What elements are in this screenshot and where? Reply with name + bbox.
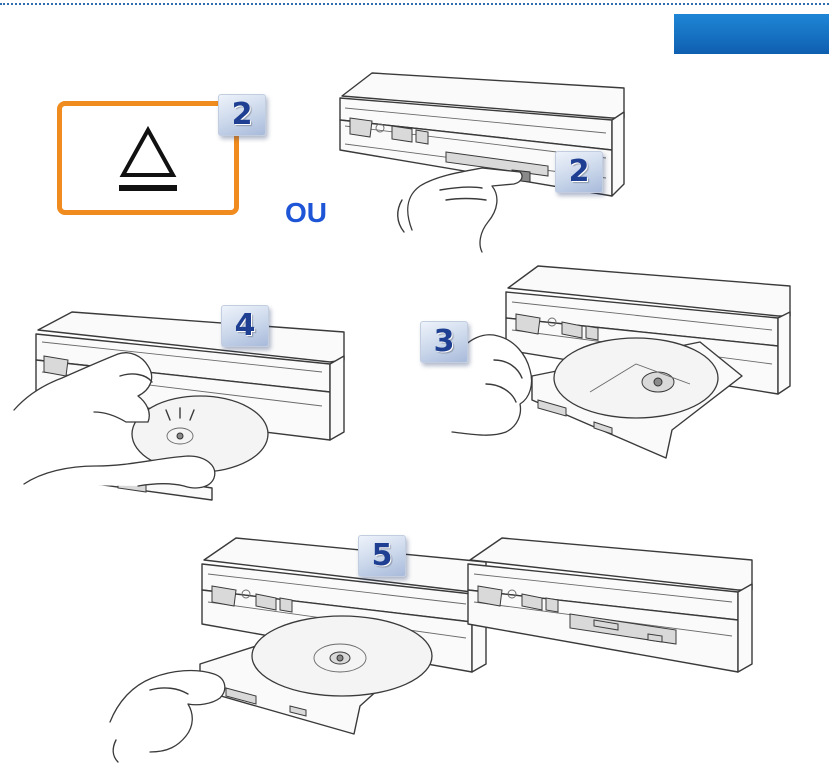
or-separator-label: OU	[285, 197, 327, 228]
step-badge-eject-key: 2	[218, 94, 266, 136]
header-corner-tab	[674, 14, 829, 54]
insert-disc-illustration	[109, 537, 487, 763]
step-badge-insert-disc: 5	[358, 535, 406, 577]
step-badge-eject-button: 2	[555, 151, 603, 193]
remove-disc-illustration	[13, 311, 345, 501]
open-tray-illustration	[451, 265, 791, 459]
top-dotted-rule	[0, 3, 829, 5]
step-badge-open-tray: 3	[420, 321, 468, 363]
eject-icon	[119, 125, 177, 191]
tray-closed-illustration	[467, 537, 753, 673]
eject-button-callout	[57, 101, 239, 215]
laptop-press-eject-illustration	[339, 72, 625, 253]
step-badge-remove-disc: 4	[221, 305, 269, 347]
